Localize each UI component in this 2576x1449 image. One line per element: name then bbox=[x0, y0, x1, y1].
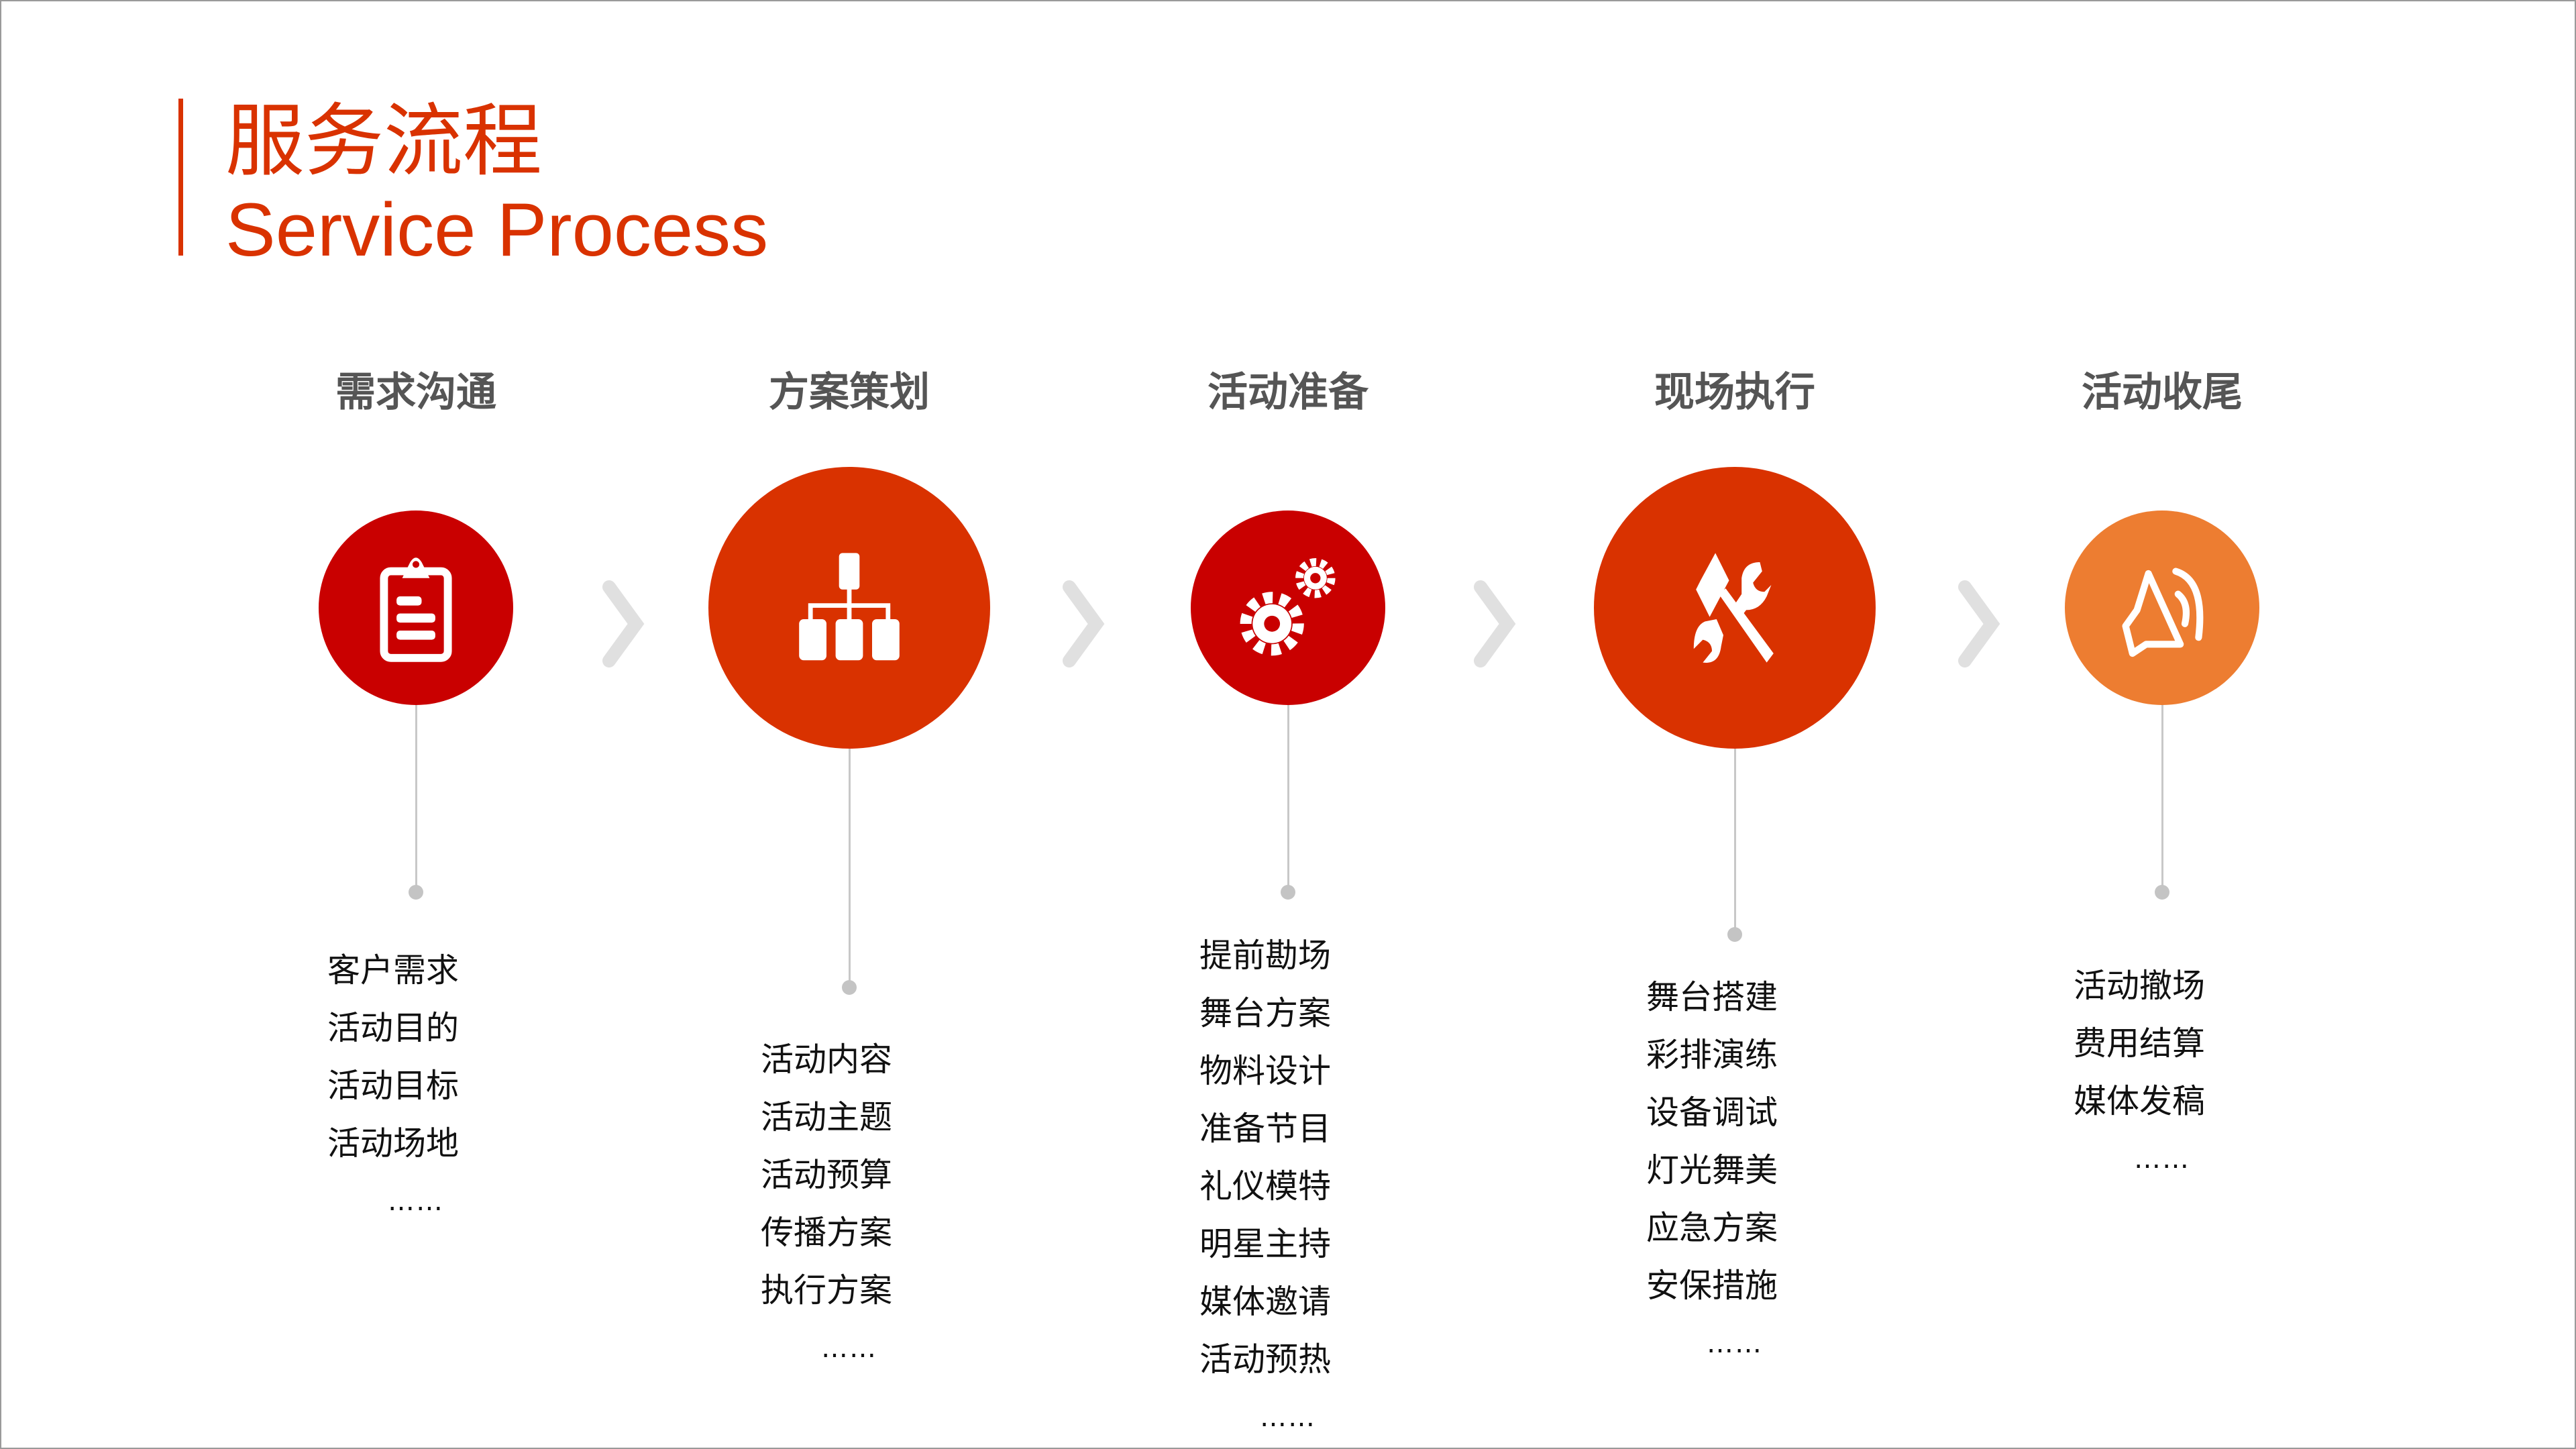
step-title: 需求沟通 bbox=[335, 369, 496, 416]
ellipsis: …… bbox=[821, 1333, 877, 1364]
ellipsis: …… bbox=[1707, 1328, 1763, 1359]
step-items: 活动内容 活动主题 活动预算 传播方案 执行方案 …… bbox=[742, 1031, 957, 1377]
list-item: 活动预热 bbox=[1199, 1340, 1332, 1379]
step-items: 客户需求 活动目的 活动目标 活动场地 …… bbox=[309, 942, 523, 1230]
list-item: 提前勘场 bbox=[1199, 936, 1332, 975]
connector-dot bbox=[409, 885, 423, 900]
chevron-right-icon bbox=[1958, 580, 2000, 667]
step-circle bbox=[1594, 467, 1876, 749]
list-item: 准备节目 bbox=[1199, 1110, 1332, 1148]
org-chart-icon bbox=[799, 553, 900, 661]
connector-line bbox=[1287, 671, 1289, 892]
list-item: 活动主题 bbox=[761, 1098, 893, 1136]
step-title: 方案策划 bbox=[769, 369, 930, 416]
list-item: 活动预算 bbox=[761, 1156, 893, 1194]
list-item: 礼仪模特 bbox=[1199, 1167, 1332, 1205]
connector-line bbox=[2161, 671, 2163, 892]
step-items: 活动撤场 费用结算 媒体发稿 …… bbox=[2055, 957, 2269, 1188]
step-circle bbox=[319, 511, 513, 705]
list-item: 彩排演练 bbox=[1646, 1036, 1778, 1074]
ellipsis: …… bbox=[2134, 1144, 2190, 1175]
connector-dot bbox=[2155, 885, 2169, 900]
list-item: 客户需求 bbox=[327, 951, 460, 989]
list-item: 媒体邀请 bbox=[1199, 1283, 1332, 1321]
chevron-right-icon bbox=[1474, 580, 1516, 667]
list-item: 舞台方案 bbox=[1199, 994, 1332, 1032]
step-items: 舞台搭建 彩排演练 设备调试 灯光舞美 应急方案 安保措施 …… bbox=[1627, 969, 1842, 1373]
speaker-icon bbox=[2122, 568, 2204, 657]
page-title: 服务流程 bbox=[225, 95, 543, 187]
list-item: 活动目的 bbox=[327, 1009, 460, 1047]
list-item: 舞台搭建 bbox=[1646, 978, 1778, 1016]
list-item: 应急方案 bbox=[1646, 1209, 1778, 1247]
title-accent-bar bbox=[178, 99, 183, 256]
connector-line bbox=[1733, 738, 1736, 934]
page-subtitle: Service Process bbox=[225, 188, 769, 272]
list-item: 媒体发稿 bbox=[2074, 1082, 2206, 1120]
step-title: 活动收尾 bbox=[2082, 369, 2243, 416]
chevron-right-icon bbox=[602, 580, 645, 667]
list-item: 活动内容 bbox=[761, 1040, 893, 1079]
list-item: 活动撤场 bbox=[2074, 967, 2206, 1005]
ellipsis: …… bbox=[388, 1186, 444, 1217]
ellipsis: …… bbox=[1260, 1402, 1316, 1433]
list-item: 物料设计 bbox=[1199, 1052, 1332, 1090]
list-item: 传播方案 bbox=[761, 1214, 893, 1252]
list-item: 活动目标 bbox=[327, 1067, 460, 1105]
step-title: 现场执行 bbox=[1654, 369, 1815, 416]
list-item: 灯光舞美 bbox=[1646, 1151, 1778, 1189]
step-title: 活动准备 bbox=[1208, 369, 1368, 416]
connector-line bbox=[415, 671, 417, 892]
list-item: 安保措施 bbox=[1646, 1267, 1778, 1305]
connector-dot bbox=[1281, 885, 1295, 900]
list-item: 费用结算 bbox=[2074, 1024, 2206, 1063]
step-circle bbox=[1191, 511, 1385, 705]
connector-line bbox=[848, 738, 851, 987]
chevron-right-icon bbox=[1063, 580, 1105, 667]
connector-dot bbox=[842, 980, 857, 995]
tools-icon bbox=[1693, 553, 1774, 663]
step-circle bbox=[708, 467, 990, 749]
list-item: 执行方案 bbox=[761, 1271, 893, 1309]
connector-dot bbox=[1727, 927, 1742, 942]
step-circle bbox=[2065, 511, 2259, 705]
list-item: 设备调试 bbox=[1646, 1093, 1778, 1132]
list-item: 活动场地 bbox=[327, 1124, 460, 1163]
clipboard-icon bbox=[380, 557, 452, 662]
list-item: 明星主持 bbox=[1199, 1225, 1332, 1263]
step-items: 提前勘场 舞台方案 物料设计 准备节目 礼仪模特 明星主持 媒体邀请 活动预热 … bbox=[1181, 927, 1395, 1446]
gears-icon bbox=[1240, 558, 1336, 656]
